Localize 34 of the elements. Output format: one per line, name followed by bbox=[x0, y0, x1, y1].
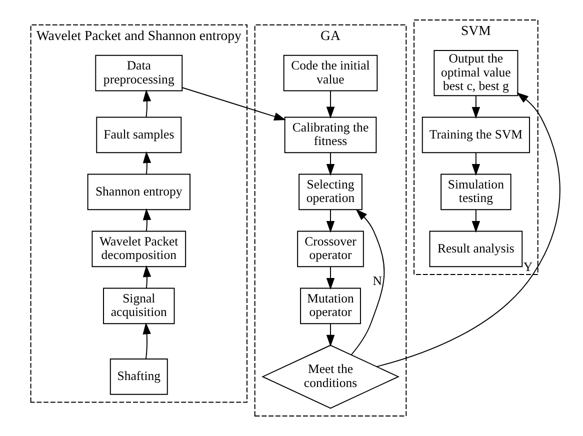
arrow bbox=[472, 209, 480, 233]
edge-label: Y bbox=[523, 260, 533, 274]
node-box: Calibrating the fitness bbox=[284, 116, 377, 154]
arrow bbox=[326, 90, 335, 119]
node-box: Fault samples bbox=[96, 116, 182, 154]
arrow bbox=[142, 151, 152, 175]
edge-label: N bbox=[372, 274, 382, 288]
node-box: Shafting bbox=[110, 358, 168, 395]
arrow bbox=[142, 265, 152, 289]
node-box: Simulation testing bbox=[440, 174, 512, 210]
arrow bbox=[376, 92, 560, 368]
node-box: Data preprocessing bbox=[95, 54, 183, 92]
arrow bbox=[326, 323, 335, 347]
node-box: Wavelet Packet decomposition bbox=[92, 230, 186, 268]
node-box: Output the optimal value best c, best g bbox=[434, 50, 518, 96]
arrow bbox=[182, 87, 286, 120]
arrow bbox=[472, 95, 480, 119]
arrow bbox=[326, 152, 335, 176]
node-box: Code the initial value bbox=[283, 54, 378, 92]
node-box: Training the SVM bbox=[422, 116, 530, 154]
node-box: Shannon entropy bbox=[87, 174, 190, 210]
node-box: Selecting operation bbox=[298, 174, 362, 210]
node-box: Crossover operator bbox=[297, 230, 364, 268]
arrow bbox=[142, 90, 152, 118]
arrow bbox=[326, 266, 335, 290]
node-box: Signal acquisition bbox=[103, 288, 175, 324]
node-diamond: Meet the conditions bbox=[262, 344, 400, 409]
arrow bbox=[350, 208, 385, 356]
arrow bbox=[326, 209, 335, 233]
arrow bbox=[472, 152, 480, 176]
arrow bbox=[142, 322, 151, 360]
arrow bbox=[142, 208, 152, 232]
node-box: Mutation operator bbox=[300, 288, 361, 324]
node-box: Result analysis bbox=[429, 230, 523, 268]
